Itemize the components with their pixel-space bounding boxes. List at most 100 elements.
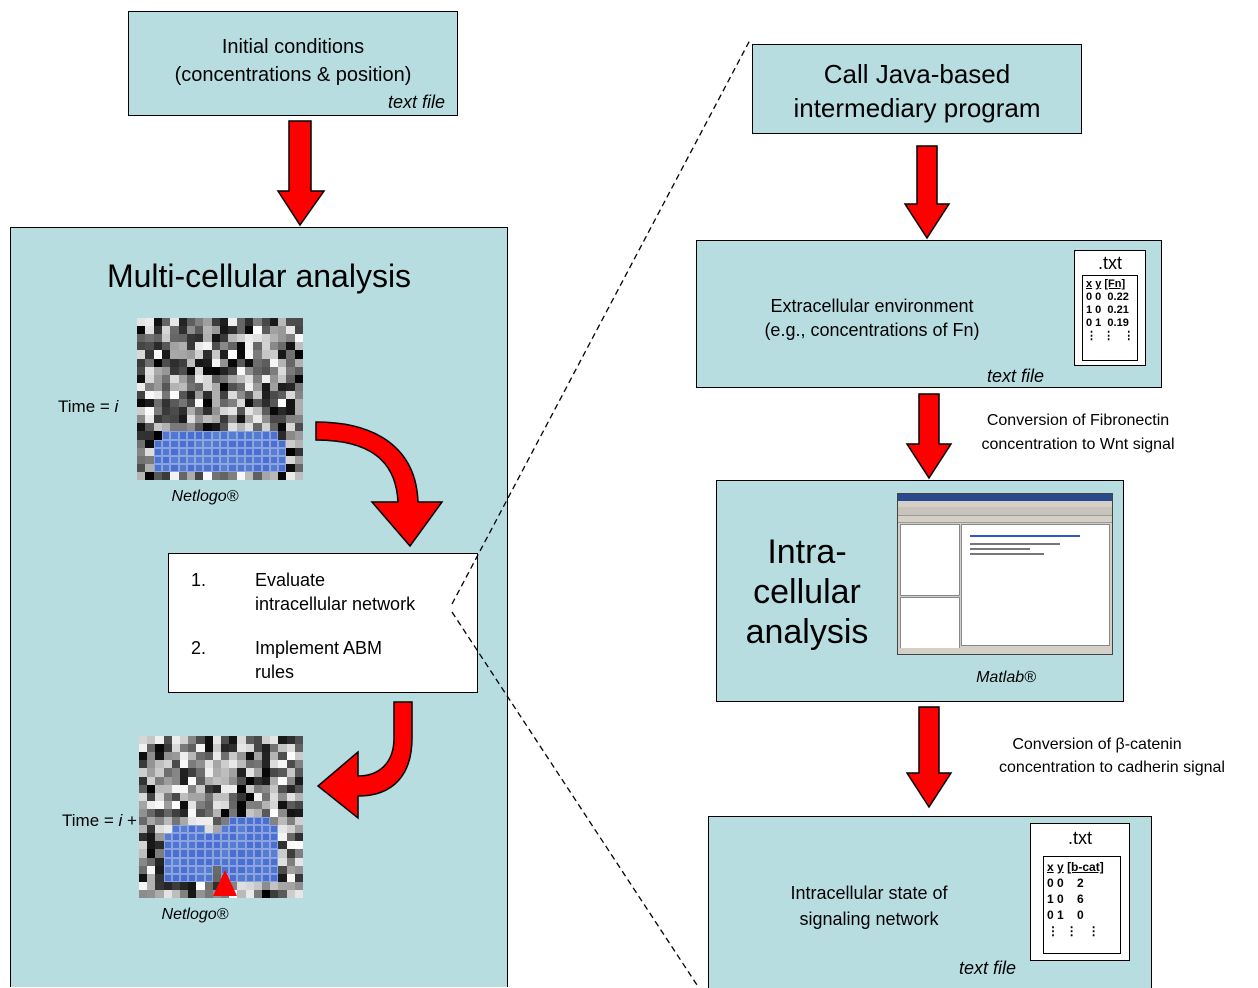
grid-patch	[188, 857, 197, 866]
grid-patch	[161, 326, 171, 335]
grid-patch	[203, 350, 212, 359]
grid-patch	[155, 849, 164, 858]
grid-patch	[253, 800, 262, 809]
grid-patch	[228, 318, 237, 327]
grid-patch	[211, 342, 220, 351]
grid-patch	[170, 342, 179, 351]
grid-patch	[220, 415, 229, 424]
grid-patch	[204, 881, 213, 890]
netlogo-grid-time-i-plus-1	[139, 736, 303, 898]
grid-patch	[228, 431, 237, 440]
grid-patch	[245, 825, 254, 834]
grid-patch	[228, 399, 237, 408]
grid-patch	[228, 439, 237, 448]
grid-patch	[220, 792, 230, 801]
grid-patch	[270, 792, 279, 801]
grid-patch	[188, 873, 197, 882]
grid-patch	[244, 318, 254, 327]
grid-patch	[212, 784, 221, 793]
grid-patch	[203, 366, 212, 375]
grid-patch	[270, 768, 279, 777]
grid-patch	[278, 326, 287, 335]
grid-patch	[261, 784, 271, 793]
grid-patch	[211, 463, 220, 472]
grid-patch	[244, 407, 254, 416]
grid-patch	[269, 326, 279, 335]
grid-patch	[220, 318, 229, 327]
grid-patch	[196, 841, 205, 850]
grid-patch	[204, 889, 213, 898]
grid-patch	[188, 849, 197, 858]
grid-patch	[137, 407, 146, 416]
grid-patch	[286, 768, 295, 777]
grid-patch	[179, 744, 189, 753]
grid-patch	[286, 784, 295, 793]
grid-patch	[188, 889, 197, 898]
grid-patch	[278, 407, 287, 416]
grid-patch	[236, 358, 245, 367]
grid-patch	[195, 463, 204, 472]
step2-line1: Implement ABM	[255, 638, 383, 658]
grid-patch	[269, 447, 279, 456]
grid-patch	[261, 399, 270, 408]
grid-patch	[171, 808, 180, 817]
grid-patch	[195, 431, 204, 440]
grid-patch	[229, 817, 238, 826]
grid-patch	[211, 318, 220, 327]
grid-patch	[261, 760, 271, 769]
grid-patch	[203, 431, 212, 440]
grid-patch	[179, 881, 189, 890]
grid-patch	[286, 350, 295, 359]
grid-patch	[163, 808, 172, 817]
grid-patch	[236, 431, 245, 440]
grid-patch	[211, 326, 220, 335]
grid-patch	[170, 390, 179, 399]
grid-patch	[155, 881, 164, 890]
grid-patch	[196, 817, 205, 826]
grid-patch	[145, 318, 154, 327]
grid-patch	[211, 366, 220, 375]
grid-patch	[253, 792, 262, 801]
grid-patch	[228, 407, 237, 416]
grid-patch	[137, 382, 146, 391]
grid-patch	[278, 736, 287, 745]
grid-patch	[186, 463, 196, 472]
grid-patch	[139, 857, 148, 866]
grid-patch	[270, 817, 279, 826]
grid-patch	[286, 817, 295, 826]
grid-patch	[244, 350, 254, 359]
grid-patch	[237, 736, 246, 745]
grid-patch	[270, 857, 279, 866]
grid-patch	[294, 776, 303, 785]
grid-patch	[286, 865, 295, 874]
grid-patch	[286, 736, 295, 745]
grid-patch	[286, 873, 295, 882]
grid-patch	[236, 463, 245, 472]
grid-patch	[253, 817, 262, 826]
grid-patch	[294, 817, 303, 826]
grid-patch	[261, 776, 271, 785]
grid-patch	[139, 833, 148, 842]
grid-patch	[212, 841, 221, 850]
grid-patch	[145, 382, 154, 391]
grid-patch	[163, 736, 172, 745]
grid-patch	[253, 455, 262, 464]
grid-patch	[196, 873, 205, 882]
grid-patch	[155, 736, 164, 745]
grid-patch	[220, 455, 229, 464]
grid-patch	[137, 447, 146, 456]
grid-patch	[179, 841, 189, 850]
grid-patch	[228, 423, 237, 432]
grid-patch	[261, 857, 271, 866]
grid-patch	[220, 423, 229, 432]
grid-patch	[179, 865, 189, 874]
grid-patch	[211, 439, 220, 448]
grid-patch	[244, 399, 254, 408]
grid-patch	[145, 455, 154, 464]
grid-patch	[153, 334, 162, 343]
grid-patch	[278, 865, 287, 874]
grid-patch	[228, 447, 237, 456]
grid-patch	[188, 760, 197, 769]
grid-patch	[237, 833, 246, 842]
